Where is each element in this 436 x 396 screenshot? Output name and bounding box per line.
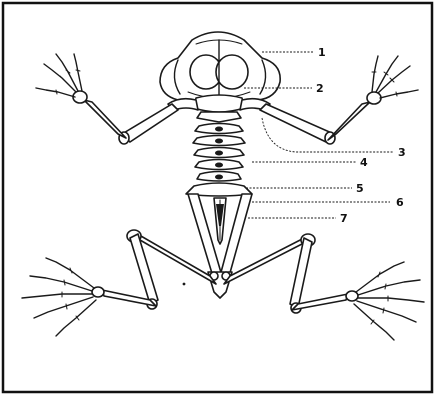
label-5: 5 <box>356 182 364 195</box>
vertebra-segment <box>194 148 244 158</box>
hindlimb-left <box>22 230 216 336</box>
label-6: 6 <box>396 196 404 209</box>
humerus-left <box>122 104 178 142</box>
label-4: 4 <box>360 156 368 169</box>
humerus-right <box>260 104 334 142</box>
label-1: 1 <box>318 46 326 59</box>
hindlimb-right <box>224 234 424 340</box>
vertebra-segment <box>195 160 243 170</box>
frog-skeleton <box>22 32 424 340</box>
label-7: 7 <box>340 212 348 225</box>
vertebra-segment <box>197 172 241 182</box>
label-2: 2 <box>316 82 324 95</box>
pelvic-girdle <box>188 194 252 298</box>
label-3: 3 <box>398 146 406 159</box>
vertebra-segment <box>193 136 245 146</box>
vertebra-segment <box>195 124 243 134</box>
